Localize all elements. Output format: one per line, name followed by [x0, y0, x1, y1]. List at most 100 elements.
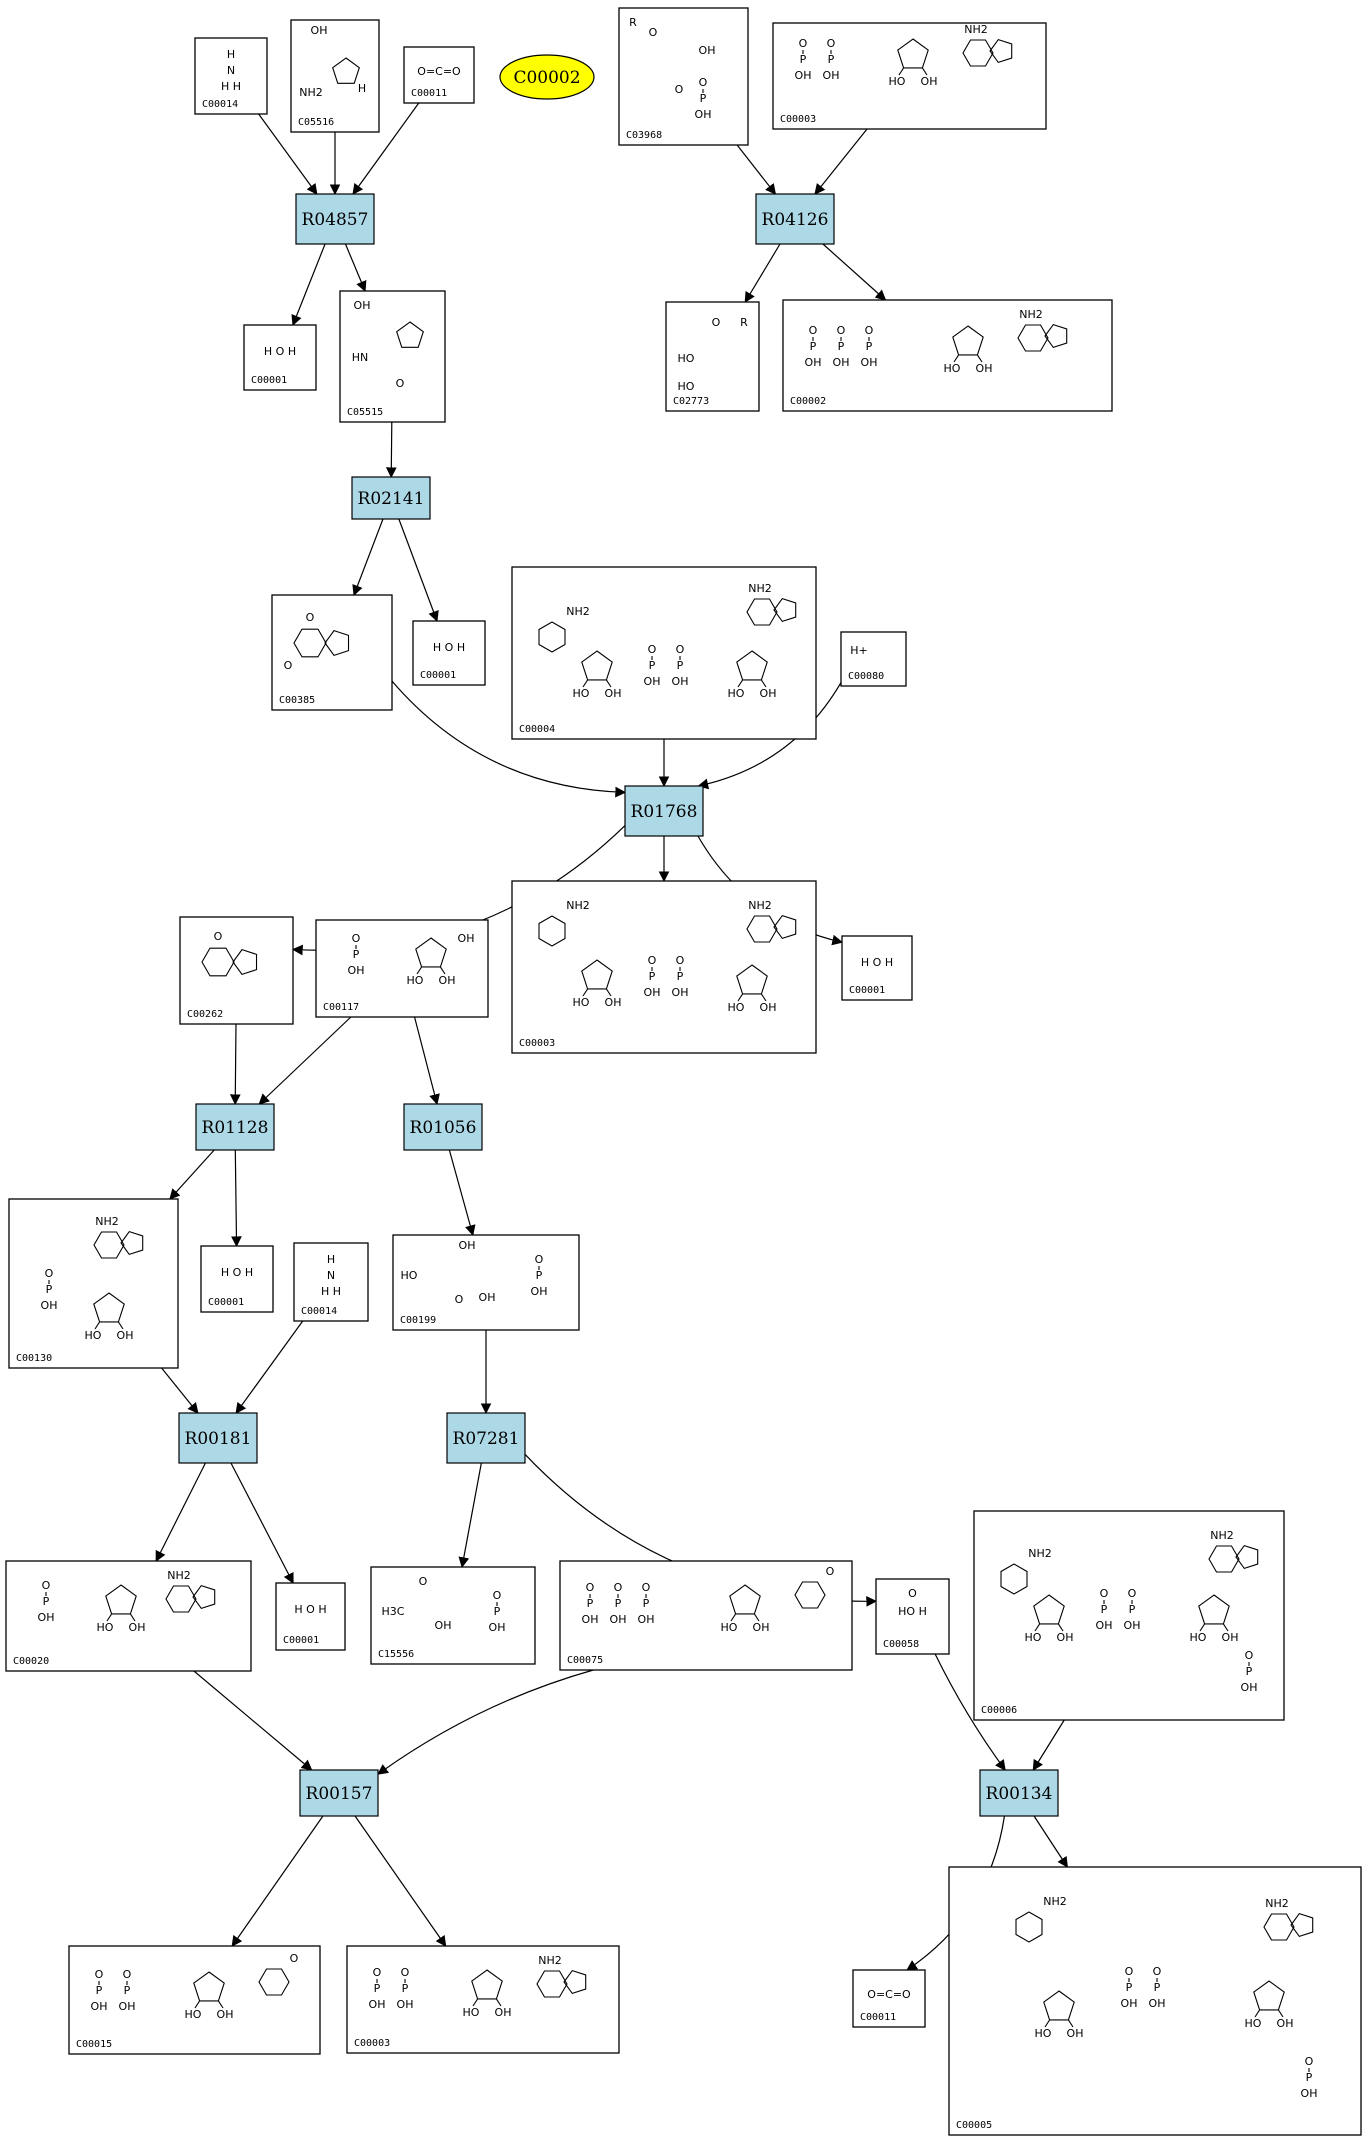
compound-label: C15556: [378, 1649, 414, 1660]
atom-label: O: [837, 324, 846, 337]
structure-icon: H O H: [433, 641, 465, 654]
atom-label: HO: [1035, 2027, 1052, 2040]
atom-label: P: [677, 970, 684, 983]
edge-r04126-to-c02773: [744, 243, 781, 303]
atom-label: O: [648, 643, 657, 656]
reaction-r01128[interactable]: R01128: [195, 1103, 275, 1151]
highlight-ellipse: [499, 54, 595, 100]
compound-label: C00003: [519, 1038, 555, 1049]
atom-label: OH: [823, 69, 840, 82]
atom-label: OH: [644, 986, 661, 999]
reaction-r02141[interactable]: R02141: [351, 476, 431, 520]
atom-label: NH2: [299, 86, 323, 99]
reaction-r04857[interactable]: R04857: [295, 193, 375, 245]
edge-r00181-to-c00001e: [230, 1462, 294, 1584]
reaction-r04126[interactable]: R04126: [755, 193, 835, 245]
compound-box: [841, 935, 913, 1001]
atom-label: P: [700, 92, 707, 105]
atom-label: NH2: [1019, 308, 1043, 321]
highlight-node-c00002[interactable]: C00002: [499, 54, 595, 100]
reaction-box: [299, 1769, 379, 1817]
compound-c00080[interactable]: H+C00080: [840, 631, 907, 687]
atom-label: HO: [85, 1329, 102, 1342]
atom-label: OH: [311, 24, 328, 37]
atom-label: P: [838, 340, 845, 353]
atom-label: HO: [185, 2008, 202, 2021]
reaction-r01056[interactable]: R01056: [403, 1103, 483, 1151]
atom-label: O: [306, 611, 315, 624]
atom-label: OH: [397, 1998, 414, 2011]
atom-label: H O H: [221, 1266, 253, 1279]
atom-label: OH: [1067, 2027, 1084, 2040]
reaction-r07281[interactable]: R07281: [446, 1412, 526, 1464]
atom-label: OH: [435, 1619, 452, 1632]
structure-icon: H O H: [294, 1603, 326, 1616]
atom-label: HO: [728, 1001, 745, 1014]
atom-label: O: [42, 1579, 51, 1592]
reaction-label: R00181: [185, 1429, 252, 1449]
reaction-box: [295, 193, 375, 245]
atom-label: OH: [638, 1613, 655, 1626]
atom-label: O: [1128, 1587, 1137, 1600]
edge-c00020-to-r00157: [193, 1670, 313, 1771]
atom-label: P: [1306, 2071, 1313, 2084]
compound-box: [293, 1242, 369, 1322]
edge-r07281-to-c15556: [458, 1462, 482, 1569]
atom-label: OH: [833, 356, 850, 369]
reaction-r00181[interactable]: R00181: [178, 1412, 258, 1464]
reaction-r00157[interactable]: R00157: [299, 1769, 379, 1817]
edge-c00014a-to-r04857: [258, 113, 318, 195]
edge-c00006-to-r00134: [1032, 1719, 1065, 1771]
reaction-box: [195, 1103, 275, 1151]
atom-label: OH: [1121, 1997, 1138, 2010]
atom-label: OH: [531, 1285, 548, 1298]
reaction-box: [403, 1103, 483, 1151]
atom-label: P: [374, 1982, 381, 1995]
reaction-r01768[interactable]: R01768: [624, 785, 704, 837]
atom-label: O: [699, 76, 708, 89]
compound-label: C02773: [673, 396, 709, 407]
atom-label: HO: [97, 1621, 114, 1634]
atom-label: OH: [1241, 1681, 1258, 1694]
reaction-r00134[interactable]: R00134: [979, 1769, 1059, 1817]
atom-label: OH: [605, 996, 622, 1009]
atom-label: O: [45, 1267, 54, 1280]
atom-label: O: [908, 1587, 917, 1600]
